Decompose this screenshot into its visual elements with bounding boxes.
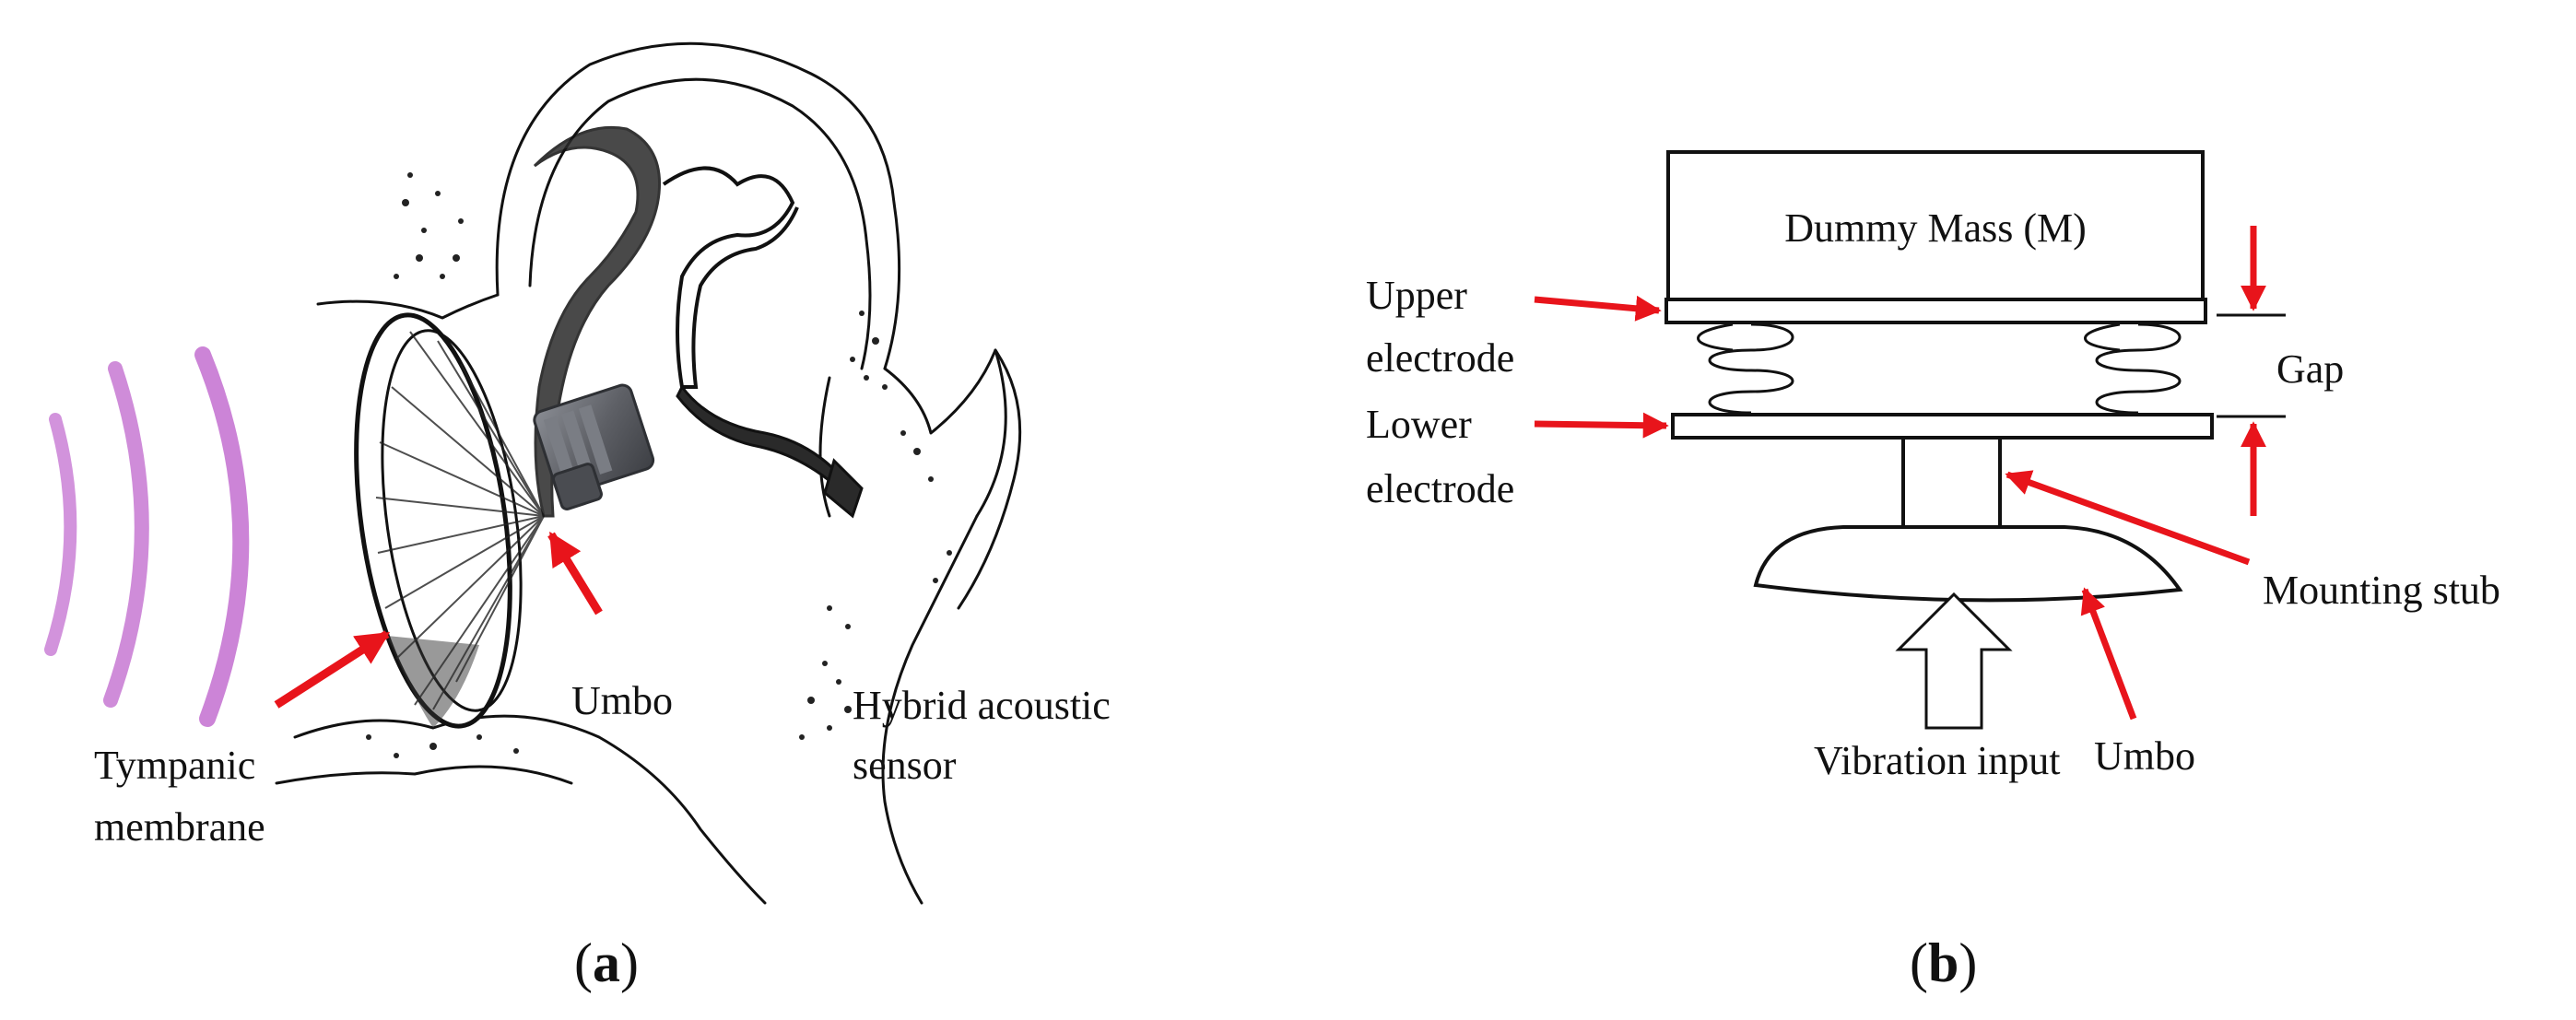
- vibration-input-arrow: [1895, 592, 2013, 730]
- sound-wave-icon: [44, 346, 250, 727]
- label-umbo-a: Umbo: [571, 678, 673, 723]
- tympanic-arrow: [274, 630, 391, 709]
- mounting-stub-block: [1901, 436, 2002, 530]
- gap-dimension: [2217, 313, 2286, 418]
- label-hybrid-sensor-line2: sensor: [853, 743, 957, 788]
- bone-texture-drawing: [366, 172, 952, 758]
- label-lower-electrode-line1: Lower: [1366, 402, 1472, 447]
- label-dummy-mass: Dummy Mass (M): [1784, 205, 2087, 251]
- label-mounting-stub: Mounting stub: [2263, 568, 2500, 613]
- hybrid-sensor-icon: [533, 383, 655, 510]
- label-lower-electrode-line2: electrode: [1366, 466, 1514, 511]
- spring-right-icon: [2084, 322, 2182, 415]
- spring-left-icon: [1697, 322, 1794, 415]
- umbo-arrow: [547, 531, 603, 616]
- upper-electrode-arrow: [1534, 295, 1662, 322]
- lower-electrode-plate: [1671, 413, 2214, 440]
- dummy-mass-block: [1666, 150, 2205, 301]
- ossicle-chain-drawing: [533, 125, 864, 519]
- tympanic-membrane-drawing: [354, 312, 545, 729]
- umbo-base-shape: [1753, 525, 2183, 603]
- label-umbo-b: Umbo: [2094, 733, 2195, 779]
- label-gap: Gap: [2276, 346, 2344, 392]
- caption-a: (a): [574, 932, 639, 993]
- label-upper-electrode-line1: Upper: [1366, 273, 1467, 318]
- label-vibration-input: Vibration input: [1814, 738, 2060, 783]
- mounting-stub-arrow: [2005, 470, 2251, 566]
- panel-a: Umbo Hybrid acoustic sensor Tympanic mem…: [44, 41, 1111, 993]
- upper-electrode-plate: [1664, 298, 2207, 324]
- label-upper-electrode-line2: electrode: [1366, 335, 1514, 381]
- panel-b: Dummy Mass (M) Gap: [1366, 150, 2500, 993]
- label-tympanic-line2: membrane: [94, 804, 265, 850]
- caption-b: (b): [1910, 932, 1977, 993]
- label-tympanic-line1: Tympanic: [94, 743, 255, 788]
- umbo-b-arrow: [2080, 587, 2137, 721]
- label-hybrid-sensor-line1: Hybrid acoustic: [853, 683, 1111, 728]
- ear-anatomy-drawing: [275, 41, 1022, 905]
- lower-electrode-arrow: [1534, 412, 1669, 439]
